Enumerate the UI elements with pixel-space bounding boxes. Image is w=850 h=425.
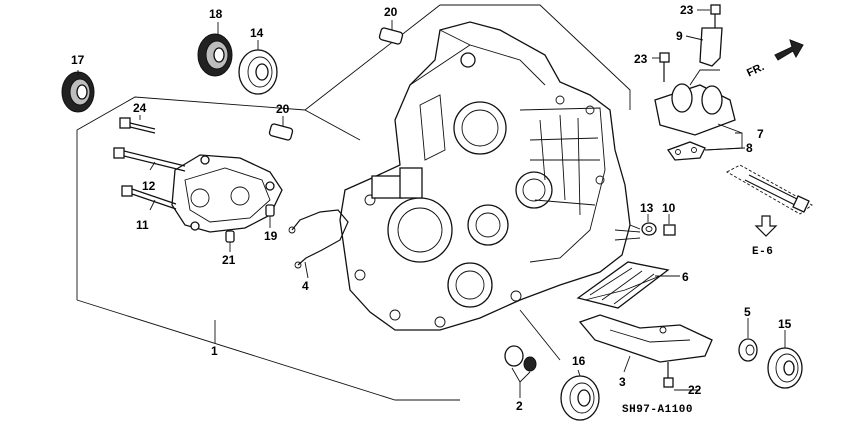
diagram-code: SH97-A1100: [622, 404, 693, 416]
callout-1: 1: [211, 344, 218, 358]
callouts: 17 18 14 20 20 24 12 11 19 21 4 1 2 16 3…: [71, 3, 792, 413]
bolt-12: [113, 147, 186, 172]
callout-12: 12: [142, 179, 156, 193]
reference-e6: E-6: [752, 215, 778, 258]
bracket-9: [699, 27, 723, 67]
callout-21: 21: [222, 253, 236, 267]
callout-19: 19: [264, 229, 278, 243]
bolt-22: [663, 362, 674, 388]
callout-5: 5: [744, 305, 751, 319]
filter-6: [576, 261, 670, 309]
callout-6: 6: [682, 270, 689, 284]
reference-bolt: [726, 164, 813, 215]
bearing-cap-5: [738, 338, 758, 362]
callout-20-upper: 20: [384, 5, 398, 19]
callout-18: 18: [209, 7, 223, 21]
front-arrow-label: FR.: [745, 61, 766, 79]
callout-16: 16: [572, 354, 586, 368]
callout-10: 10: [662, 201, 676, 215]
callout-20-lower: 20: [276, 102, 290, 116]
callout-11: 11: [136, 218, 149, 232]
callout-22: 22: [688, 383, 702, 397]
solenoid-gasket-8: [666, 141, 706, 161]
gasket-4: [288, 209, 349, 269]
leader-lines: [77, 9, 786, 398]
bolt-24: [119, 117, 156, 134]
callout-14: 14: [250, 26, 264, 40]
bolt-10: [663, 224, 676, 236]
callout-15: 15: [778, 317, 792, 331]
oil-seal-17: [61, 71, 95, 113]
bolt-23-lower: [659, 52, 670, 82]
callout-9: 9: [676, 29, 683, 43]
front-arrow-icon: [774, 39, 804, 61]
dowel-pin-21: [225, 230, 235, 243]
dowel-20-lower: [268, 123, 294, 141]
ball-bearing-14: [238, 49, 278, 95]
solenoid-assembly-7: [654, 69, 736, 136]
reference-label: E-6: [752, 246, 773, 258]
transmission-case: [339, 21, 631, 331]
callout-4: 4: [302, 279, 309, 293]
dowel-20-upper: [378, 27, 404, 45]
callout-23-lower: 23: [634, 52, 648, 66]
callout-3: 3: [619, 375, 626, 389]
washer-13: [641, 222, 657, 236]
callout-13: 13: [640, 201, 654, 215]
callout-8: 8: [746, 141, 753, 155]
oil-seal-18: [197, 33, 233, 77]
dowel-pin-19: [265, 204, 275, 217]
callout-7: 7: [757, 127, 764, 141]
down-arrow-icon: [754, 215, 778, 237]
drain-plug-2: [504, 345, 537, 372]
callout-24: 24: [133, 101, 147, 115]
front-direction-arrow: FR.: [745, 39, 804, 79]
baffle-plate-3: [578, 314, 713, 363]
roller-bearing-16: [560, 375, 600, 421]
callout-2: 2: [516, 399, 523, 413]
roller-bearing-15: [767, 347, 803, 389]
servo-cover: [171, 154, 283, 233]
bolt-23-upper: [710, 4, 721, 28]
callout-23-upper: 23: [680, 3, 694, 17]
callout-17: 17: [71, 53, 85, 67]
